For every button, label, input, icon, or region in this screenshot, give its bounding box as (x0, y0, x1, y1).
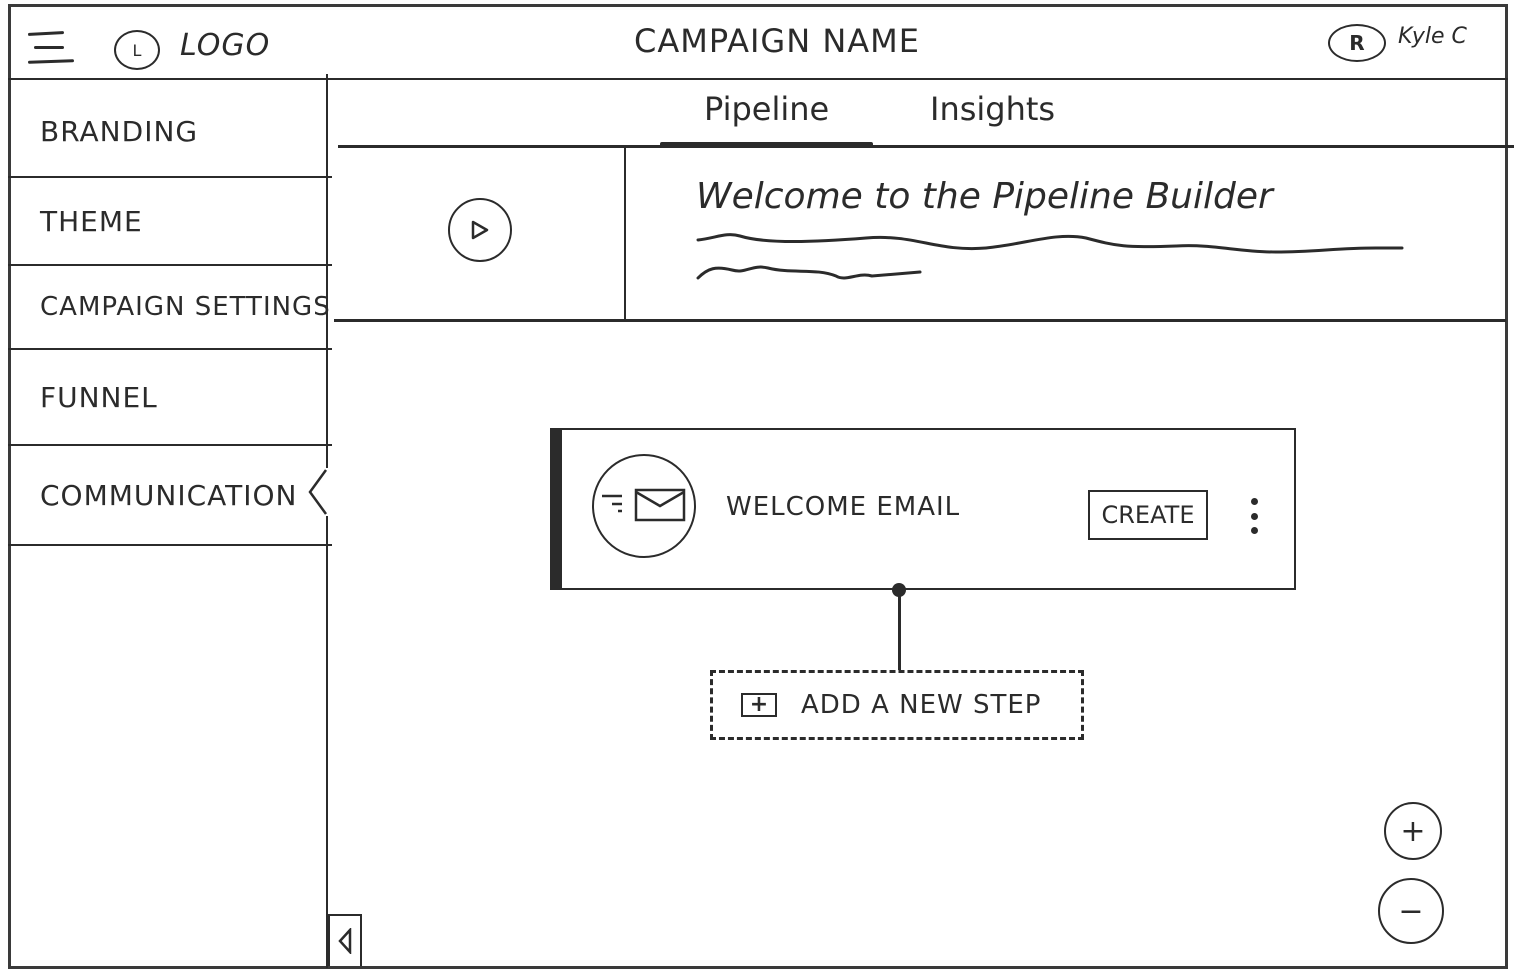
sidebar-item-label: Communication (40, 478, 298, 512)
send-email-icon (602, 488, 686, 522)
step-title: Welcome Email (726, 492, 961, 522)
intro-video[interactable] (334, 148, 626, 319)
minus-icon: − (1398, 893, 1424, 929)
tab-label: Pipeline (704, 90, 830, 128)
user-avatar[interactable]: R (1328, 24, 1386, 62)
sidebar-item-label: Branding (40, 114, 199, 148)
sidebar-item-communication[interactable]: Communication (8, 446, 332, 546)
sidebar-item-funnel[interactable]: Funnel (8, 350, 332, 446)
plus-box-icon: + (741, 693, 777, 717)
plus-icon: + (1400, 813, 1426, 849)
user-name[interactable]: Kyle C (1398, 24, 1467, 49)
welcome-title: Welcome to the Pipeline Builder (696, 176, 1273, 217)
play-icon (471, 220, 489, 240)
campaign-title: Campaign Name (634, 22, 920, 60)
more-vertical-icon-dot (1250, 498, 1258, 505)
connector-handle[interactable] (892, 583, 906, 597)
description-placeholder-text (696, 233, 1404, 280)
top-bar (8, 4, 1508, 80)
sidebar-item-label: Funnel (40, 380, 158, 414)
tab-label: Insights (930, 90, 1056, 128)
view-tabs: Pipeline Insights (338, 80, 1514, 148)
zoom-in-button[interactable]: + (1384, 802, 1442, 860)
add-step-label: Add a new step (801, 690, 1042, 720)
welcome-banner: Welcome to the Pipeline Builder (334, 148, 1506, 322)
more-vertical-icon-dot (1250, 512, 1258, 520)
zoom-out-button[interactable]: − (1378, 878, 1444, 944)
sidebar-item-campaign-settings[interactable]: Campaign Settings (8, 266, 332, 350)
sidebar-item-branding[interactable]: Branding (8, 86, 332, 178)
tab-insights[interactable]: Insights (926, 90, 1059, 128)
play-button[interactable] (448, 198, 512, 262)
add-new-step-button[interactable]: + Add a new step (710, 670, 1084, 740)
more-options-button[interactable] (1242, 498, 1266, 534)
logo-text: LOGO (180, 28, 271, 63)
pipeline-step-card[interactable]: Welcome Email Create (550, 428, 1296, 590)
collapse-left-icon (338, 928, 352, 954)
logo-icon-letter: L (132, 40, 142, 60)
active-item-caret-icon (304, 468, 328, 516)
tab-pipeline[interactable]: Pipeline (659, 90, 874, 148)
logo-icon: L (114, 30, 160, 70)
step-connector-line (898, 592, 901, 670)
sidebar-item-label: Campaign Settings (40, 292, 331, 322)
collapse-sidebar-button[interactable] (328, 914, 362, 966)
avatar-letter: R (1349, 31, 1365, 55)
hamburger-menu-icon[interactable] (27, 30, 75, 64)
sidebar-item-label: Theme (40, 204, 143, 238)
sidebar-nav: Branding Theme Campaign Settings Funnel … (8, 86, 332, 546)
app-window (8, 4, 1508, 969)
sidebar-item-theme[interactable]: Theme (8, 178, 332, 266)
sidebar-divider (326, 74, 328, 968)
more-vertical-icon-dot (1250, 527, 1258, 534)
step-icon-circle (592, 454, 696, 558)
create-button[interactable]: Create (1088, 490, 1208, 540)
